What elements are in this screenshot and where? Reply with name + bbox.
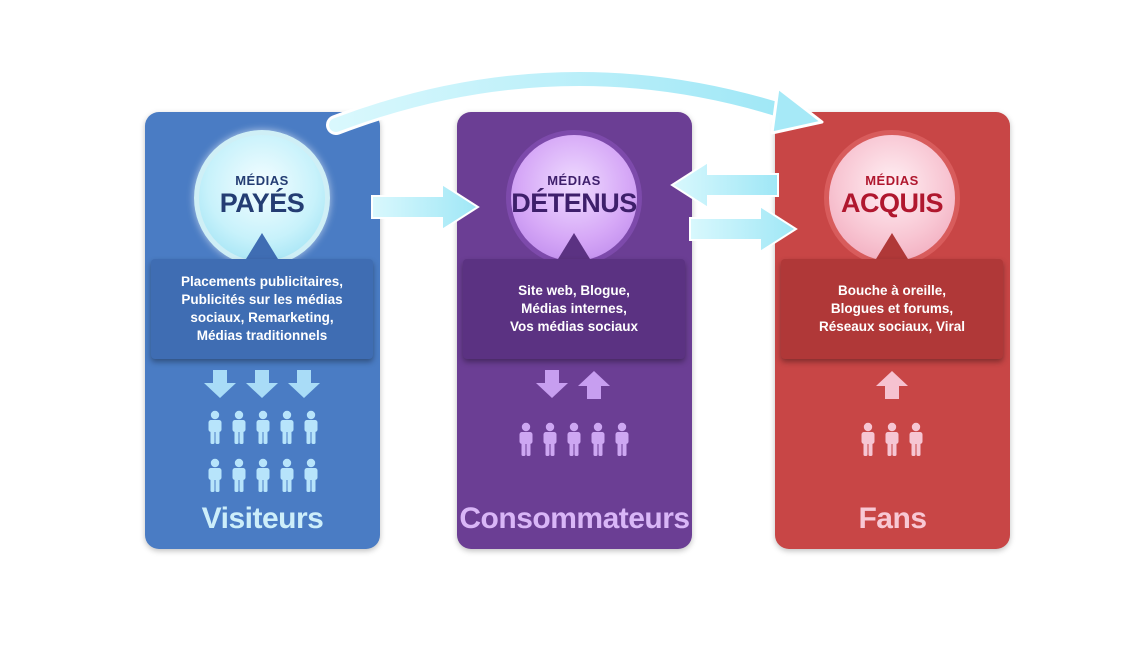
earned-audience-label: Fans (858, 502, 927, 535)
owned-media-title: DÉTENUS (511, 188, 637, 218)
paid-down-arrow-icon (204, 370, 236, 398)
paid-media-description: Placements publicitaires, Publicités sur… (151, 259, 373, 359)
paid-media-label: MÉDIAS (235, 173, 289, 188)
column-earned: MÉDIAS ACQUIS Bouche à oreille, Blogues … (775, 112, 1010, 549)
person-icon (256, 458, 270, 492)
person-icon (861, 422, 875, 456)
owned-media-label: MÉDIAS (547, 173, 601, 188)
paid-down-arrow-icon (288, 370, 320, 398)
person-icon (208, 458, 222, 492)
person-icon (304, 410, 318, 444)
paid-down-arrow-icon (246, 370, 278, 398)
paid-to-owned-arrow (371, 182, 480, 232)
person-icon (615, 422, 629, 456)
owned-arrows (536, 370, 610, 399)
person-icon (909, 422, 923, 456)
paid-media-title: PAYÉS (219, 188, 305, 218)
owned-audience-label: Consommateurs (459, 502, 690, 535)
owned-media-circle: MÉDIAS DÉTENUS (506, 130, 642, 266)
paid-people-icons (208, 410, 318, 492)
person-icon (304, 458, 318, 492)
person-icon (208, 410, 222, 444)
column-owned: MÉDIAS DÉTENUS Site web, Blogue, Médias … (457, 112, 692, 549)
paid-media-description-text: Placements publicitaires, Publicités sur… (180, 274, 344, 343)
owned-people-icons (519, 422, 629, 456)
earned-media-label: MÉDIAS (865, 173, 919, 188)
person-icon (519, 422, 533, 456)
earned-to-owned-arrow (670, 160, 779, 210)
person-icon (280, 410, 294, 444)
earned-arrows (876, 371, 908, 399)
owned-to-earned-arrow (689, 204, 798, 254)
person-icon (885, 422, 899, 456)
person-icon (232, 458, 246, 492)
owned-up-arrow-icon (578, 371, 610, 399)
owned-media-description: Site web, Blogue, Médias internes, Vos m… (463, 259, 685, 359)
paid-media-circle: MÉDIAS PAYÉS (194, 130, 330, 266)
column-paid: MÉDIAS PAYÉS Placements publicitaires, P… (145, 112, 380, 549)
earned-up-arrow-icon (876, 371, 908, 399)
person-icon (280, 458, 294, 492)
person-icon (567, 422, 581, 456)
owned-callout-pointer (558, 233, 590, 259)
earned-people-icons (861, 422, 923, 456)
earned-callout-pointer (876, 233, 908, 259)
paid-down-arrows (204, 370, 320, 398)
paid-callout-pointer (246, 233, 278, 259)
paid-audience-label: Visiteurs (201, 502, 324, 535)
person-icon (232, 410, 246, 444)
owned-down-arrow-icon (536, 370, 568, 398)
earned-media-description-text: Bouche à oreille, Blogues et forums, Rés… (818, 283, 966, 334)
person-icon (591, 422, 605, 456)
paid-to-earned-curved-arrow (326, 68, 824, 135)
owned-media-description-text: Site web, Blogue, Médias internes, Vos m… (509, 283, 639, 334)
person-icon (256, 410, 270, 444)
person-icon (543, 422, 557, 456)
earned-media-title: ACQUIS (840, 188, 944, 218)
earned-media-description: Bouche à oreille, Blogues et forums, Rés… (781, 259, 1003, 359)
